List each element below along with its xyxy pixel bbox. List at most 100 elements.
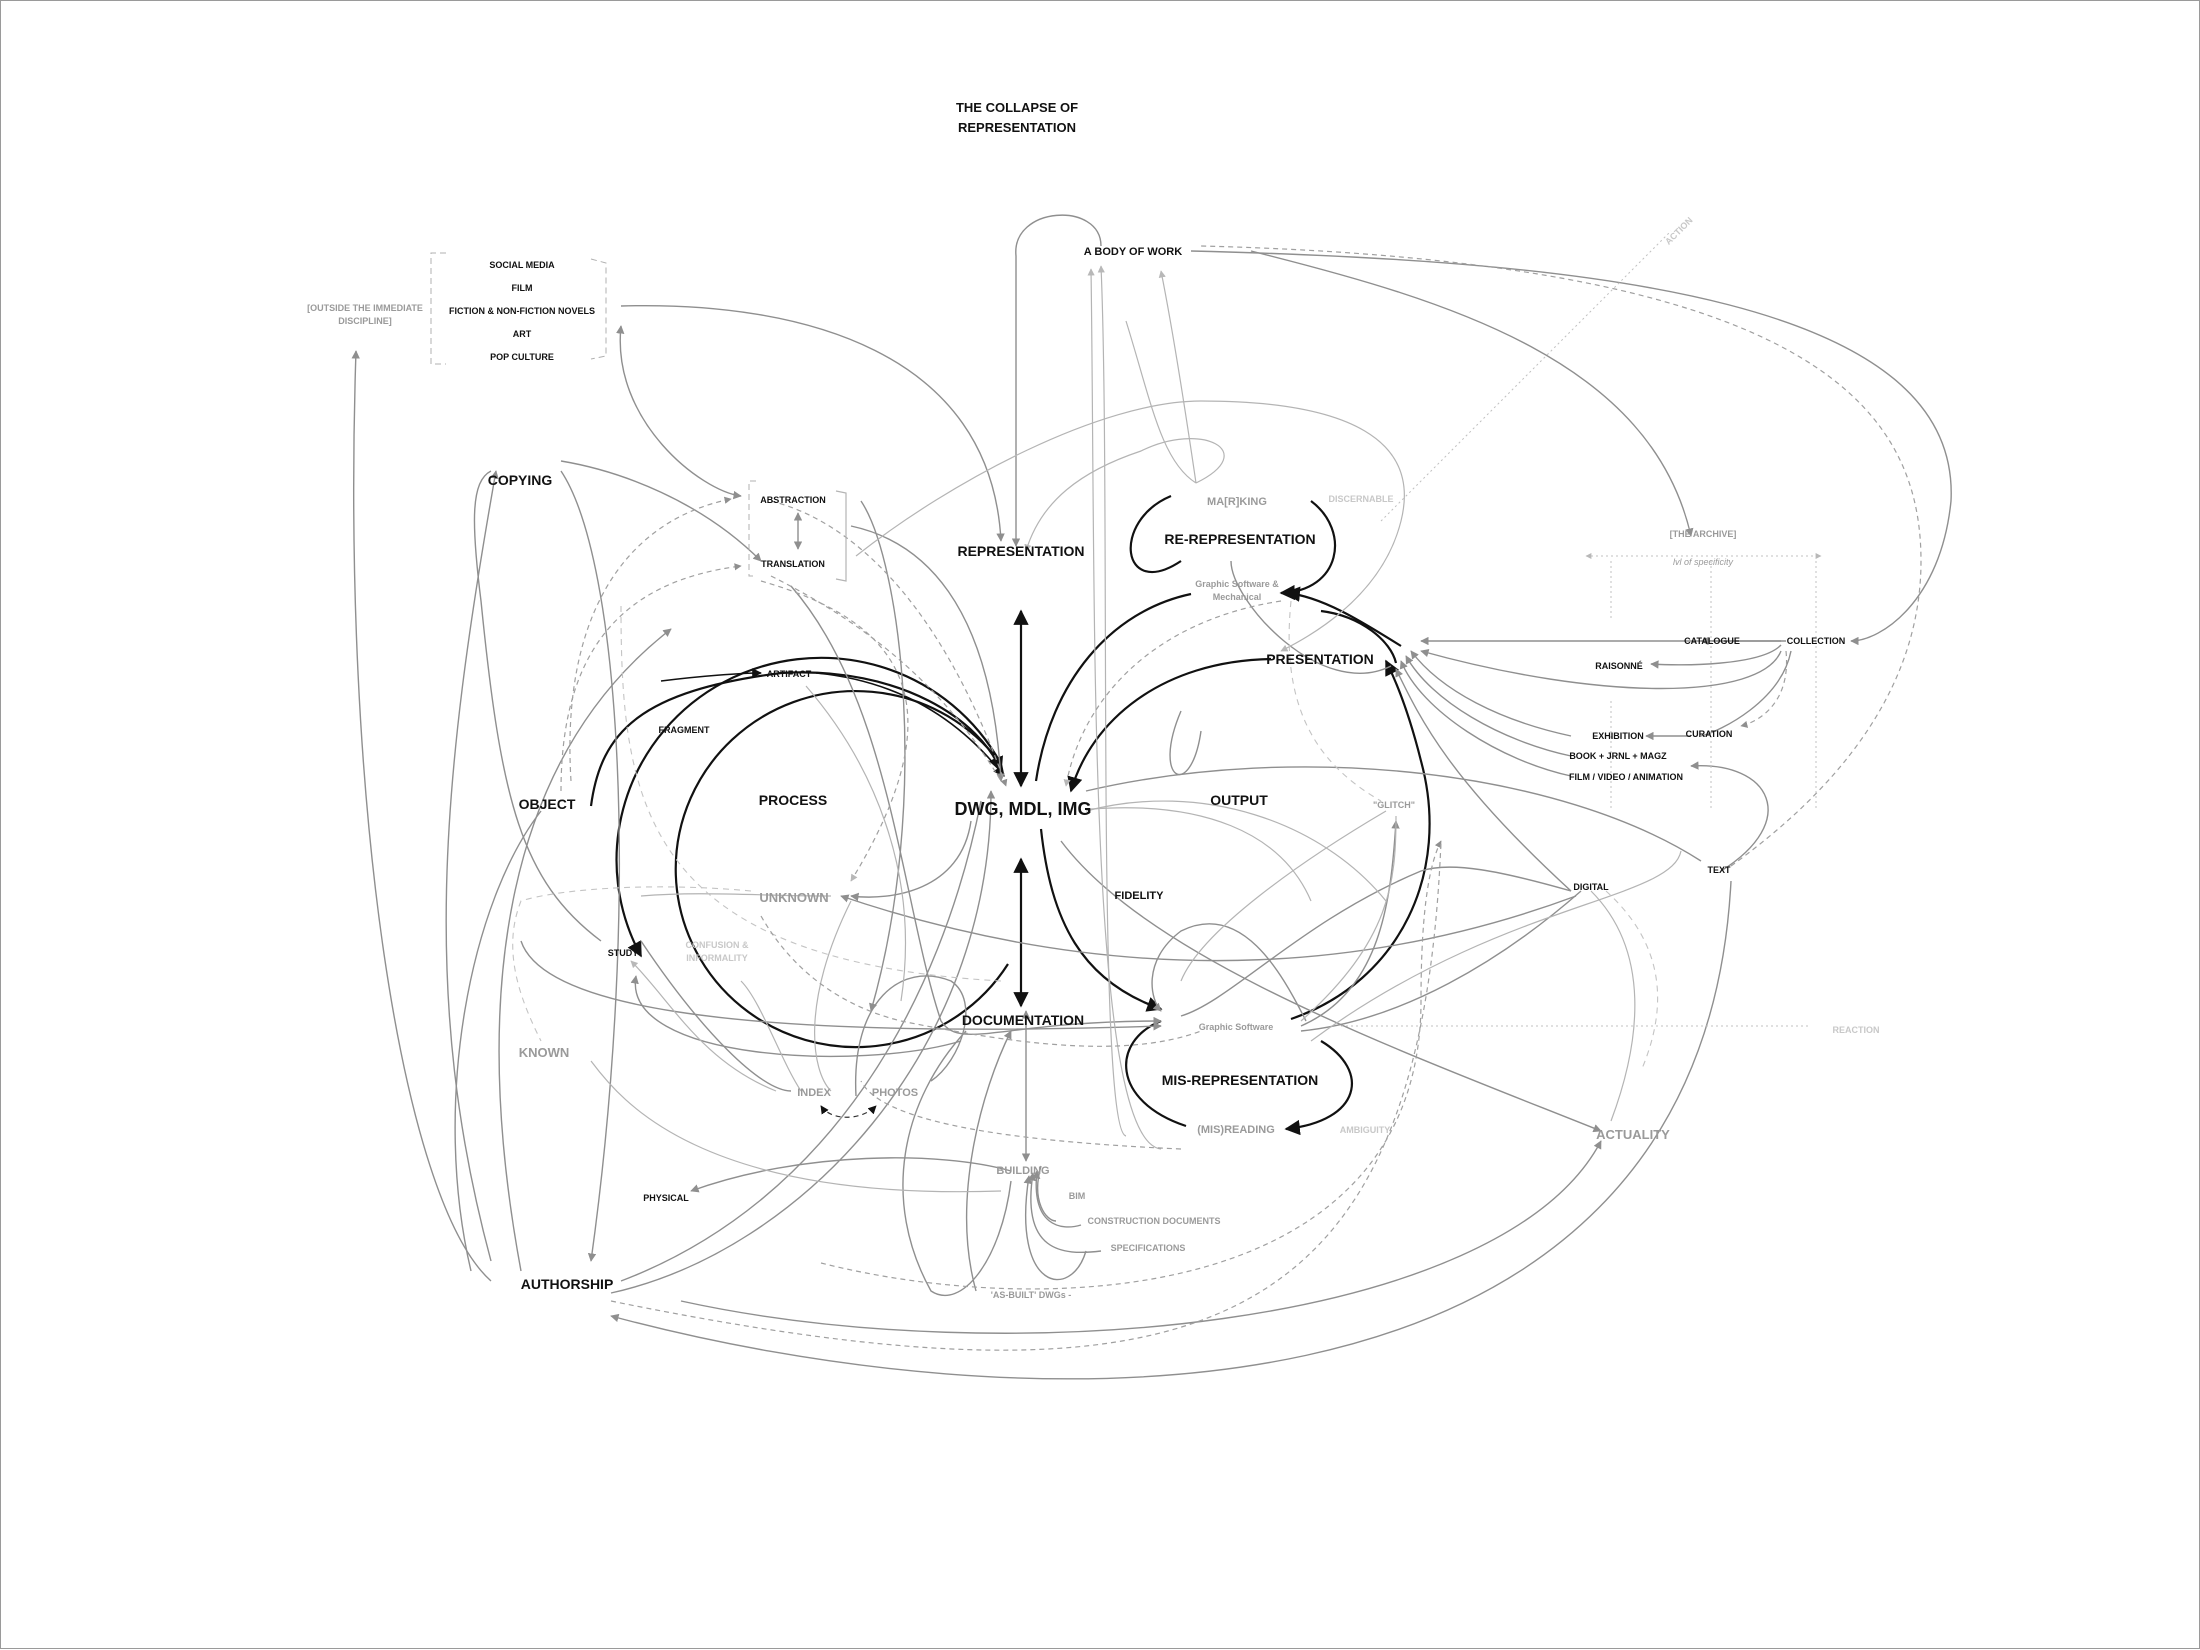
building-to-physical xyxy=(690,1157,1012,1193)
text-to-film xyxy=(1690,761,1769,872)
node-fragment: FRAGMENT xyxy=(659,725,710,735)
study-to-index xyxy=(640,940,792,1092)
body-to-marking xyxy=(1125,320,1197,484)
node-ambiguity: AMBIGUITY xyxy=(1340,1125,1391,1135)
node-specifications: SPECIFICATIONS xyxy=(1111,1243,1186,1253)
study-to-copying xyxy=(473,470,602,942)
film-to-presentation xyxy=(1399,660,1572,777)
node-process: PROCESS xyxy=(759,792,827,808)
outside-item-pop-culture: POP CULTURE xyxy=(490,352,554,362)
node-confusion-line-2: INFORMALITY xyxy=(686,953,748,963)
physical-to-actuality xyxy=(680,1140,1602,1334)
misrep-right-loop xyxy=(1284,1040,1353,1136)
object-to-center-arc xyxy=(589,671,1003,807)
node-discernable: DISCERNABLE xyxy=(1328,494,1393,504)
misreading-to-photos-dash xyxy=(860,1080,1182,1150)
outside-item-novels: FICTION & NON-FICTION NOVELS xyxy=(449,306,595,316)
presentation-to-rerep xyxy=(1284,586,1402,647)
translation-down xyxy=(860,500,906,1012)
body-to-collection xyxy=(1190,250,1952,646)
node-graphic-software: Graphic Software xyxy=(1199,1022,1274,1032)
node-misreading: (MIS)READING xyxy=(1197,1124,1275,1136)
node-film-video: FILM / VIDEO / ANIMATION xyxy=(1569,772,1683,782)
catalogue-to-raisonne xyxy=(1650,644,1782,669)
text-to-body-dash xyxy=(1200,245,1922,867)
node-as-built: 'AS-BUILT' DWGs - xyxy=(991,1290,1072,1300)
center-to-misrep-arc xyxy=(1039,828,1163,1012)
index-up xyxy=(740,980,802,1092)
authorship-to-process xyxy=(498,628,672,1272)
node-collection: COLLECTION xyxy=(1787,636,1846,646)
node-graphic-mech-line-2: Mechanical xyxy=(1213,592,1262,602)
center-to-unknown xyxy=(850,820,972,902)
outside-label-line-2: DISCIPLINE] xyxy=(338,316,392,326)
node-study: STUDY xyxy=(608,948,639,958)
node-raisonne: RAISONNÉ xyxy=(1595,661,1643,671)
node-exhibition: EXHIBITION xyxy=(1592,731,1644,741)
node-documentation: DOCUMENTATION xyxy=(962,1012,1084,1028)
node-abstraction: ABSTRACTION xyxy=(760,495,826,505)
authorship-to-copying xyxy=(445,470,499,1262)
body-to-representation xyxy=(1011,214,1102,547)
unknown-to-photos xyxy=(814,900,852,1092)
object-to-abstraction-dash xyxy=(569,496,732,782)
study-to-graphic xyxy=(520,940,1162,1031)
node-body-of-work: A BODY OF WORK xyxy=(1084,246,1182,258)
node-authorship: AUTHORSHIP xyxy=(521,1276,614,1292)
node-output: OUTPUT xyxy=(1210,792,1268,808)
outside-to-abstraction xyxy=(616,325,742,500)
misrep-left-loop xyxy=(1125,1019,1187,1128)
node-mis-representation: MIS-REPRESENTATION xyxy=(1162,1072,1319,1088)
node-known: KNOWN xyxy=(519,1045,570,1060)
book-to-presentation xyxy=(1405,655,1572,757)
outside-item-art: ART xyxy=(513,329,532,339)
process-left-arc xyxy=(674,689,1009,1049)
graphic-mech-to-center xyxy=(1063,600,1282,787)
collection-to-curation xyxy=(1700,650,1792,737)
body-to-archive xyxy=(1250,250,1694,537)
node-artifact: ARTIFACT xyxy=(767,669,812,679)
node-copying: COPYING xyxy=(488,472,553,488)
node-specificity: lvl of specificity xyxy=(1673,557,1734,567)
connector-lines xyxy=(351,214,1952,1380)
translation-to-center-dash xyxy=(770,575,1002,782)
center-to-text xyxy=(1085,766,1702,862)
outside-box-left xyxy=(430,252,446,365)
rerep-to-glitch-dash xyxy=(1288,600,1382,802)
unknown-to-known-dash xyxy=(512,886,752,1042)
node-marking: MA[R]KING xyxy=(1207,496,1267,508)
photos-loop xyxy=(855,975,967,1097)
as-built-to-documentation xyxy=(966,1030,1012,1292)
abstraction-to-center xyxy=(850,525,1005,782)
marking-to-representation xyxy=(1024,438,1225,552)
as-built-to-specs xyxy=(1023,1175,1087,1281)
node-fidelity: FIDELITY xyxy=(1115,890,1165,902)
node-bim: BIM xyxy=(1069,1191,1086,1201)
presentation-loop xyxy=(1169,710,1202,776)
glitch-down xyxy=(1300,815,1397,1022)
unknown-to-graphic-dash xyxy=(760,915,1202,1047)
inner-dashed-curve xyxy=(620,605,1002,982)
index-photos-link xyxy=(820,1105,877,1118)
node-labels: A BODY OF WORK COPYING ABSTRACTION TRANS… xyxy=(488,215,1880,1300)
node-presentation: PRESENTATION xyxy=(1266,651,1374,667)
node-confusion-line-1: CONFUSION & xyxy=(686,940,750,950)
object-to-translation-dash xyxy=(560,563,742,792)
presentation-upper-arc xyxy=(1320,609,1398,664)
abs-bracket-right xyxy=(835,490,847,582)
digital-to-unknown xyxy=(840,894,1577,962)
collection-to-presentation xyxy=(1420,648,1782,690)
novels-to-representation xyxy=(620,304,1005,542)
graphic-to-glitch xyxy=(1300,820,1400,1027)
abs-bracket-left xyxy=(748,480,756,577)
digital-to-presentation xyxy=(1395,668,1572,892)
title-block: THE COLLAPSE OF REPRESENTATION xyxy=(956,100,1078,135)
bim-to-construction xyxy=(1032,1170,1082,1228)
rerep-right-loop xyxy=(1279,500,1336,601)
authorship-to-outside xyxy=(351,350,492,1282)
translation-big-loop xyxy=(855,400,1405,652)
node-translation: TRANSLATION xyxy=(761,559,825,569)
authorship-to-glitch-dash xyxy=(820,840,1442,1290)
node-action: ACTION xyxy=(1663,215,1694,246)
copying-to-authorship xyxy=(560,470,621,1262)
